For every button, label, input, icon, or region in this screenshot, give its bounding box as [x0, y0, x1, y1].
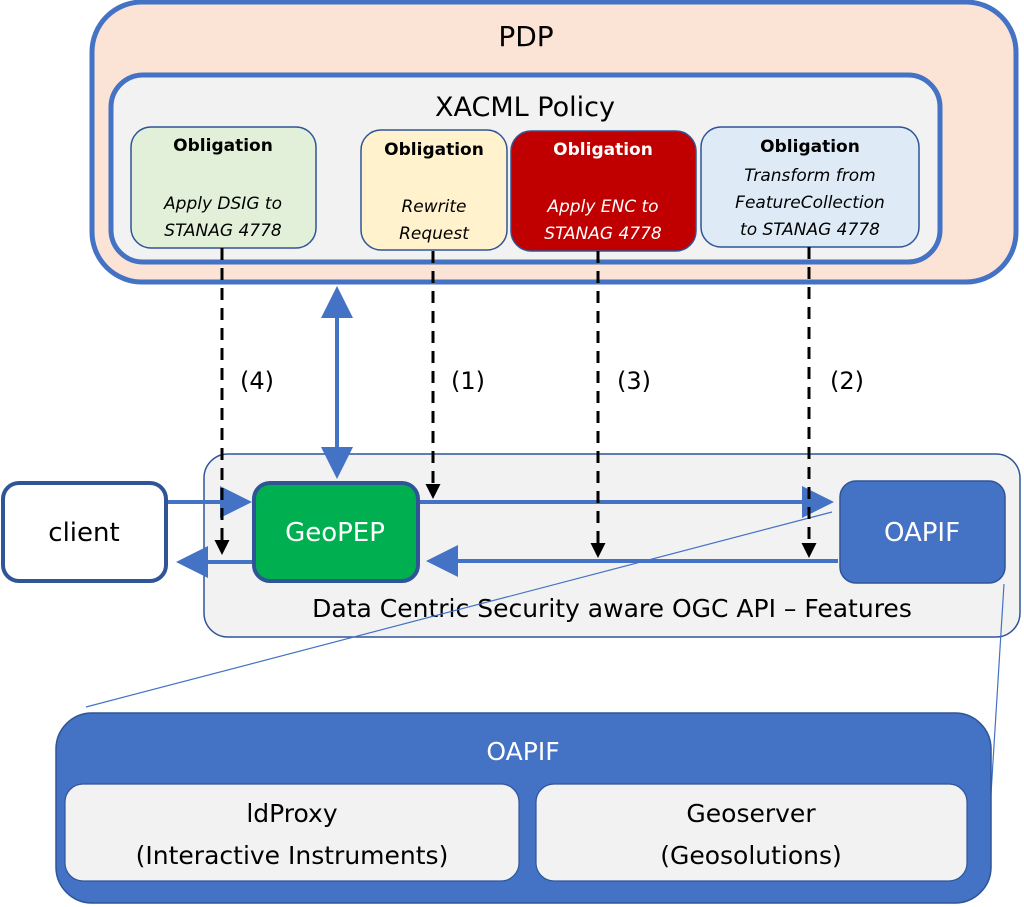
dcs-label: Data Centric Security aware OGC API – Fe…	[312, 594, 912, 623]
step-label-transform: (2)	[830, 367, 864, 395]
obligation-dsig-line2: STANAG 4778	[164, 221, 282, 241]
obligation-transform-line3: to STANAG 4778	[740, 220, 880, 240]
zoom-connector-right	[989, 583, 1005, 811]
obligation-dsig-line1: Apply DSIG to	[163, 194, 282, 214]
component-ldproxy-vendor: (Interactive Instruments)	[136, 841, 449, 870]
component-geoserver-box	[535, 783, 968, 882]
obligation-dsig[interactable]: Obligation Apply DSIG to STANAG 4778	[130, 126, 317, 249]
obligation-transform-line1: Transform from	[744, 166, 875, 186]
obligation-rewrite[interactable]: Obligation Rewrite Request	[360, 129, 508, 251]
obligation-transform-line2: FeatureCollection	[735, 193, 885, 213]
oapif-node[interactable]: OAPIF	[839, 480, 1006, 584]
client-node[interactable]: client	[1, 481, 168, 583]
component-geoserver[interactable]: Geoserver (Geosolutions)	[535, 783, 968, 882]
obligation-rewrite-line2: Request	[399, 224, 470, 244]
pdp-label: PDP	[498, 20, 553, 53]
client-label: client	[48, 518, 119, 548]
component-geoserver-name: Geoserver	[686, 799, 816, 828]
obligation-enc-line1: Apply ENC to	[546, 197, 658, 217]
component-ldproxy-box	[64, 783, 520, 882]
component-ldproxy[interactable]: ldProxy (Interactive Instruments)	[64, 783, 520, 882]
geopep-label: GeoPEP	[285, 518, 385, 548]
oapif-box	[839, 480, 1006, 584]
step-label-rewrite: (1)	[451, 367, 485, 395]
client-box	[1, 481, 168, 583]
step-label-dsig: (4)	[240, 367, 274, 395]
component-geoserver-vendor: (Geosolutions)	[660, 841, 842, 870]
obligation-rewrite-line1: Rewrite	[401, 197, 466, 217]
zoom-connector-left	[85, 511, 833, 708]
obligation-rewrite-box	[360, 129, 508, 251]
obligation-transform-title: Obligation	[760, 137, 860, 157]
obligation-dsig-title: Obligation	[173, 136, 273, 156]
xacml-policy-label: XACML Policy	[435, 92, 615, 123]
step-label-enc: (3)	[617, 367, 651, 395]
oapif-detail-box: OAPIF ldProxy (Interactive Instruments) …	[55, 712, 992, 904]
obligation-rewrite-title: Obligation	[384, 140, 484, 160]
obligation-enc-line2: STANAG 4778	[544, 224, 662, 244]
obligation-enc-box	[510, 130, 697, 252]
geopep-box	[252, 481, 420, 583]
obligation-transform[interactable]: Obligation Transform from FeatureCollect…	[700, 126, 920, 248]
obligation-enc[interactable]: Obligation Apply ENC to STANAG 4778	[510, 130, 697, 252]
obligation-enc-title: Obligation	[553, 140, 653, 160]
oapif-label: OAPIF	[884, 518, 960, 548]
oapif-detail-label: OAPIF	[486, 737, 559, 766]
geopep-node[interactable]: GeoPEP	[252, 481, 420, 583]
component-ldproxy-name: ldProxy	[246, 799, 338, 828]
